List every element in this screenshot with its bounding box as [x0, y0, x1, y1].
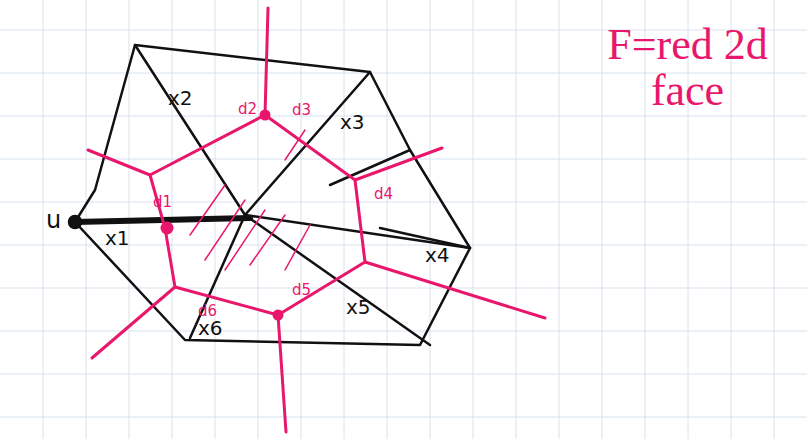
dual-label: d2 — [238, 102, 257, 118]
dual-label: d5 — [292, 283, 311, 299]
variable-label: x3 — [340, 112, 365, 133]
variable-label: x5 — [346, 297, 371, 318]
dual-label: d4 — [374, 187, 393, 203]
variable-label: x4 — [425, 245, 450, 266]
variable-label: x1 — [105, 228, 130, 249]
variable-label: x6 — [198, 318, 223, 339]
vertex-label: u — [46, 208, 61, 233]
variable-label: x2 — [168, 88, 193, 109]
annotation: F=red 2d face — [585, 22, 790, 114]
dual-label: d1 — [153, 195, 172, 211]
dual-label: d3 — [292, 103, 311, 119]
